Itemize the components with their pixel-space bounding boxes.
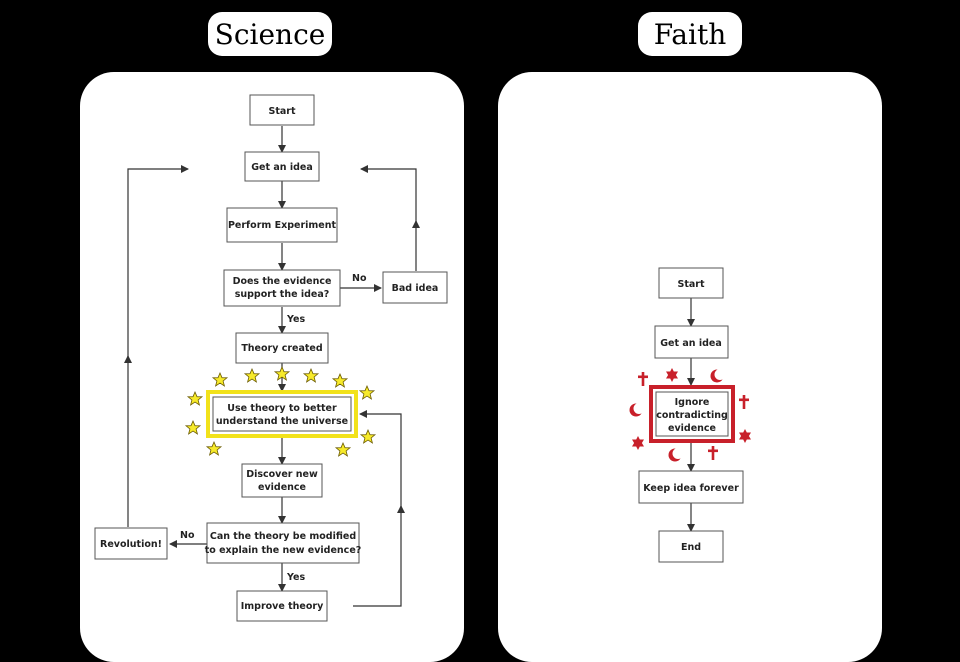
- faith-node-ignore-evidence: Ignore contradicting evidence: [649, 385, 735, 443]
- cross-icon: [739, 395, 749, 409]
- svg-text:evidence: evidence: [258, 482, 306, 493]
- svg-text:Perform Experiment: Perform Experiment: [228, 220, 337, 231]
- faith-title: Faith: [638, 12, 742, 56]
- cross-icon: [708, 446, 718, 460]
- science-node-start: Start: [249, 94, 315, 126]
- science-node-use-theory: Use theory to better understand the univ…: [206, 390, 358, 438]
- science-node-get-idea: Get an idea: [244, 151, 320, 182]
- svg-text:to explain the new evidence?: to explain the new evidence?: [205, 545, 362, 556]
- star-icon: [360, 429, 376, 444]
- faith-flowchart: Start Get an idea Ignore contradicting e…: [629, 267, 751, 563]
- star-of-david-icon: [666, 368, 678, 382]
- flowchart-canvas: No Yes No Yes Start Get an idea Perform …: [94, 94, 751, 622]
- svg-text:Ignore: Ignore: [675, 397, 710, 408]
- star-icon: [185, 420, 201, 435]
- svg-text:End: End: [681, 542, 701, 553]
- svg-text:Use theory to better: Use theory to better: [227, 403, 337, 414]
- star-icon: [206, 441, 222, 456]
- cross-icon: [638, 372, 648, 386]
- svg-text:Revolution!: Revolution!: [100, 539, 162, 550]
- edge-improve-use: [359, 410, 402, 510]
- star-icon: [303, 368, 319, 383]
- edge-badidea-idea: [360, 165, 417, 225]
- star-icon: [212, 372, 228, 387]
- science-title: Science: [208, 12, 332, 56]
- svg-text:understand the universe: understand the universe: [216, 416, 348, 427]
- faith-node-start: Start: [658, 267, 724, 299]
- science-node-theory-created: Theory created: [235, 332, 329, 364]
- svg-text:Theory created: Theory created: [241, 343, 322, 354]
- star-icon: [335, 442, 351, 457]
- science-flowchart: No Yes No Yes Start Get an idea Perform …: [94, 94, 448, 622]
- svg-text:Start: Start: [677, 279, 704, 290]
- svg-text:Keep idea forever: Keep idea forever: [643, 483, 739, 494]
- science-node-revolution: Revolution!: [94, 527, 168, 560]
- svg-text:Get an idea: Get an idea: [251, 162, 312, 173]
- edge-label-no-2: No: [180, 530, 195, 541]
- edge-revolution-idea: [127, 165, 189, 360]
- star-icon: [332, 373, 348, 388]
- star-icon: [244, 368, 260, 383]
- faith-node-keep-idea: Keep idea forever: [638, 470, 744, 504]
- crescent-icon: [710, 369, 726, 383]
- crescent-icon: [629, 403, 645, 417]
- science-node-improve-theory: Improve theory: [236, 590, 328, 622]
- svg-text:Discover new: Discover new: [246, 469, 318, 480]
- edge-label-no-1: No: [352, 273, 367, 284]
- svg-text:Can the theory be modified: Can the theory be modified: [210, 531, 356, 542]
- svg-text:support the idea?: support the idea?: [235, 289, 330, 300]
- science-node-evidence-question: Does the evidence support the idea?: [223, 269, 341, 307]
- star-icon: [359, 385, 375, 400]
- edge-improve-up: [353, 505, 405, 607]
- crescent-icon: [668, 448, 684, 462]
- star-of-david-icon: [739, 429, 751, 443]
- svg-text:Does the evidence: Does the evidence: [233, 276, 332, 287]
- science-node-bad-idea: Bad idea: [382, 271, 448, 304]
- svg-text:evidence: evidence: [668, 423, 716, 434]
- svg-text:Bad idea: Bad idea: [392, 283, 439, 294]
- edge-label-yes-1: Yes: [286, 314, 305, 325]
- science-node-discover-evidence: Discover new evidence: [241, 463, 323, 498]
- star-of-david-icon: [632, 436, 644, 450]
- svg-text:Improve theory: Improve theory: [241, 601, 324, 612]
- faith-node-get-idea: Get an idea: [654, 325, 729, 359]
- science-node-modify-question: Can the theory be modified to explain th…: [205, 522, 362, 564]
- star-icon: [187, 391, 203, 406]
- faith-panel: [498, 72, 882, 662]
- svg-text:contradicting: contradicting: [656, 410, 728, 421]
- svg-text:Start: Start: [268, 106, 295, 117]
- edge-label-yes-2: Yes: [286, 572, 305, 583]
- svg-text:Get an idea: Get an idea: [660, 338, 721, 349]
- science-node-perform-experiment: Perform Experiment: [226, 207, 338, 243]
- faith-node-end: End: [658, 530, 724, 563]
